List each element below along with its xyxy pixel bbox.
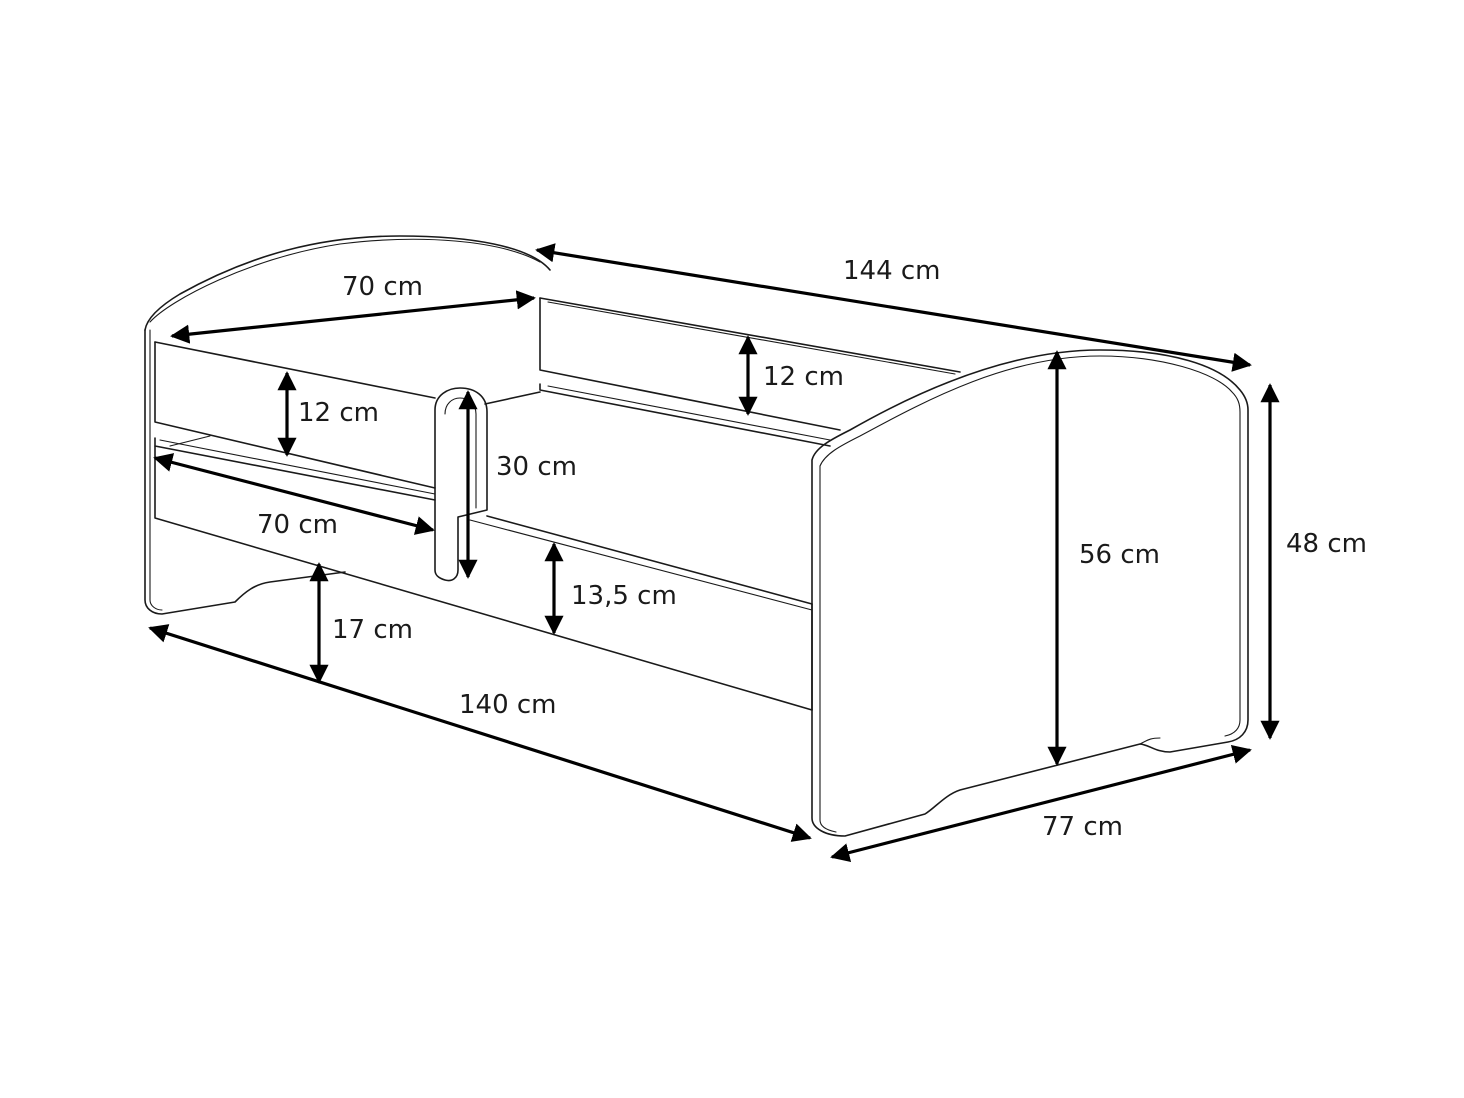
top-length-label: 144 cm [843, 256, 941, 286]
arrow-opening-length [153, 453, 435, 535]
arrow-headboard-depth [170, 290, 536, 344]
guard-post [434, 387, 488, 582]
drawer-panel [154, 445, 813, 711]
arrow-bottom-width [830, 744, 1252, 863]
leg-clearance-label: 17 cm [332, 615, 413, 645]
arrow-bottom-length [148, 624, 812, 842]
headboard-height-label: 56 cm [1079, 540, 1160, 570]
bottom-width-label: 77 cm [1042, 812, 1123, 842]
opening-length-label: 70 cm [257, 510, 338, 540]
right-rail-height-label: 12 cm [763, 362, 844, 392]
arrow-top-length [535, 243, 1252, 372]
left-rail-height-label: 12 cm [298, 398, 379, 428]
headboard-depth-label: 70 cm [342, 272, 423, 302]
drawer-height-label: 13,5 cm [571, 581, 677, 611]
dimension-arrows [148, 243, 1280, 863]
bottom-length-label: 140 cm [459, 690, 557, 720]
head-end-panel [811, 349, 1249, 837]
guard-height-label: 30 cm [496, 452, 577, 482]
footboard-height-label: 48 cm [1286, 529, 1367, 559]
back-rail [539, 297, 961, 447]
